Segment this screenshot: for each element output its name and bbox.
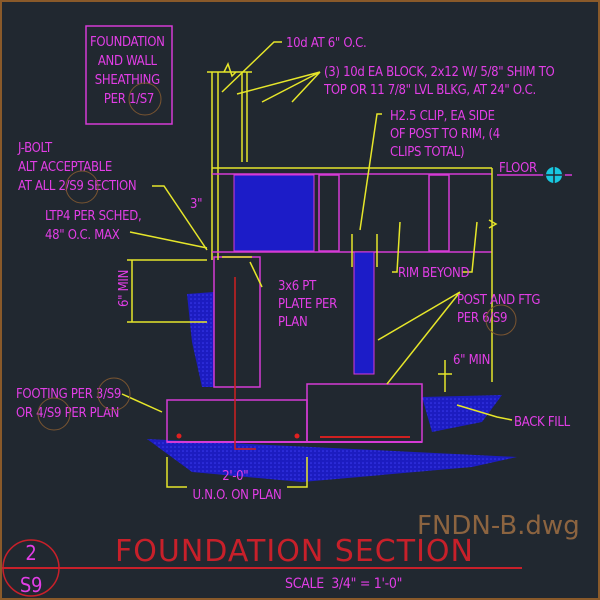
rim-blocking — [233, 174, 315, 252]
leader-lines — [121, 41, 513, 488]
sheathing-note-box — [85, 25, 173, 125]
blocking-note: (3) 10d EA BLOCK, 2x12 W/ 5/8" SHIM TO T… — [323, 65, 558, 98]
blocking-1 — [318, 174, 340, 252]
clip-note: H2.5 CLIP, EA SIDE OF POST TO RIM, (4 CL… — [390, 109, 503, 160]
dim-3-inch: 3" — [190, 197, 202, 212]
sheet-number: S9 — [20, 573, 42, 597]
dim-6-min-left: 6" MIN — [117, 270, 132, 307]
soil-hatch-bottom — [147, 439, 517, 482]
footing-width-dim: 2'-0" U.N.O. ON PLAN — [193, 469, 282, 503]
soil-hatch-left — [187, 292, 214, 387]
break-line-right — [488, 168, 498, 382]
j-bolt — [234, 277, 256, 450]
file-name: FNDN-B.dwg — [417, 511, 580, 541]
reference-bubble — [128, 82, 162, 116]
j-bolt-note: J-BOLT ALT ACCEPTABLE AT ALL 2/S9 SECTIO… — [17, 141, 136, 194]
elevation-marker-icon — [543, 164, 565, 186]
detail-number: 2 — [25, 541, 36, 565]
post-footing — [306, 383, 423, 443]
detail-bubble — [2, 539, 60, 597]
plate-note: 3x6 PT PLATE PER PLAN — [278, 279, 340, 330]
floor-label: FLOOR — [499, 161, 537, 176]
footing-note: FOOTING PER 3/S9 OR 4/S9 PER PLAN — [16, 387, 124, 421]
rebar-dot — [176, 433, 182, 439]
reference-bubble — [97, 377, 131, 411]
wall-studs — [207, 71, 252, 260]
rebar-dot — [294, 433, 300, 439]
reference-bubble — [37, 397, 71, 431]
backfill-label: BACK FILL — [514, 415, 571, 430]
rim-beyond-label: RIM BEYOND — [398, 266, 469, 281]
blocking-2 — [428, 174, 450, 252]
ltp4-note: LTP4 PER SCHED, 48" O.C. MAX — [45, 209, 145, 243]
reference-bubble — [65, 170, 99, 204]
scale-label: SCALE 3/4" = 1'-0" — [285, 576, 402, 592]
nailing-note: 10d AT 6" O.C. — [286, 36, 366, 51]
sheathing-note: FOUNDATION AND WALL SHEATHING PER 1/S7 — [90, 35, 168, 107]
dim-6-min-right: 6" MIN — [453, 353, 490, 368]
post — [353, 251, 375, 375]
reference-bubble — [485, 304, 517, 336]
break-line-top — [223, 62, 237, 78]
stem-wall — [213, 256, 261, 388]
soil-hatch-right — [422, 395, 502, 432]
drawing-title: FOUNDATION SECTION — [115, 534, 474, 569]
continuous-footing — [166, 399, 308, 443]
post-note: POST AND FTG PER 6/S9 — [457, 293, 544, 326]
h25-clips — [351, 234, 378, 267]
